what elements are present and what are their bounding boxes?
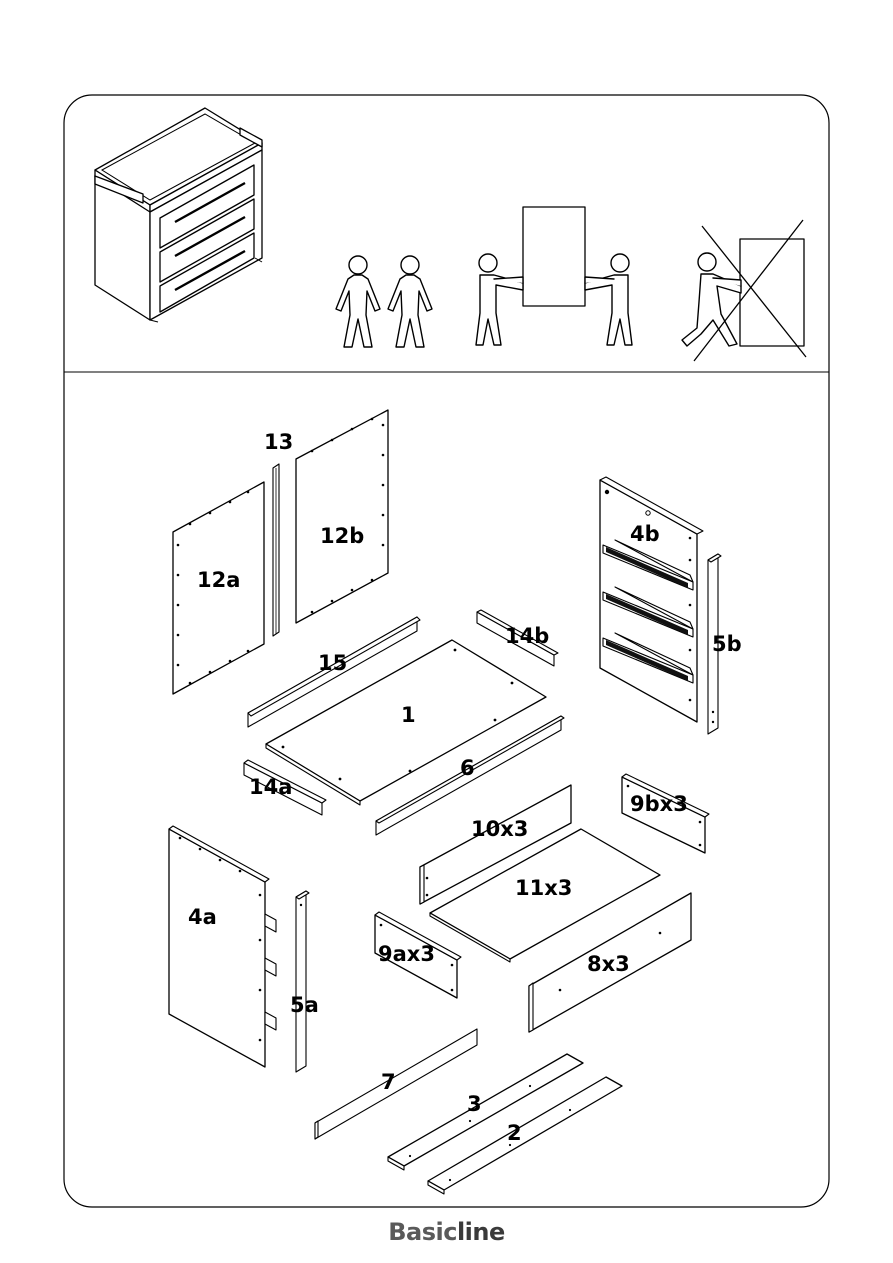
part-label-7: 7 bbox=[381, 1070, 396, 1094]
part-15-rail bbox=[247, 616, 421, 728]
part-2-slat bbox=[427, 1076, 623, 1195]
part-label-13: 13 bbox=[264, 430, 293, 454]
part-10-drawer-side bbox=[419, 784, 572, 905]
part-label-4a: 4a bbox=[188, 905, 217, 929]
part-label-4b: 4b bbox=[630, 522, 660, 546]
part-label-14b: 14b bbox=[505, 624, 549, 648]
part-label-1: 1 bbox=[401, 703, 416, 727]
part-7-rail bbox=[314, 1028, 478, 1140]
outer-frame bbox=[63, 94, 830, 1208]
one-person-prohibited-icon bbox=[681, 219, 807, 362]
assembled-dresser-illustration bbox=[94, 107, 263, 323]
part-label-15: 15 bbox=[318, 651, 347, 675]
part-4b-side-panel bbox=[599, 476, 704, 723]
part-label-3: 3 bbox=[467, 1092, 482, 1116]
part-14a-rail bbox=[243, 759, 327, 816]
brand-logo: Basicline bbox=[0, 1218, 893, 1246]
part-label-12b: 12b bbox=[320, 524, 364, 548]
part-label-9a: 9ax3 bbox=[378, 942, 435, 966]
part-label-2: 2 bbox=[507, 1121, 522, 1145]
part-4a-side-panel bbox=[168, 825, 277, 1068]
two-persons-icon bbox=[335, 255, 433, 348]
part-8-drawer-front bbox=[528, 892, 692, 1033]
brand-word-line: line bbox=[456, 1218, 505, 1246]
part-label-5a: 5a bbox=[290, 993, 319, 1017]
part-11-drawer-bottom bbox=[429, 828, 661, 963]
part-label-14a: 14a bbox=[249, 775, 292, 799]
part-5b-post bbox=[707, 553, 722, 735]
part-label-8: 8x3 bbox=[587, 952, 630, 976]
part-3-slat bbox=[387, 1053, 584, 1171]
drawer-runners bbox=[602, 539, 694, 684]
part-label-5b: 5b bbox=[712, 632, 742, 656]
drawer-runners-side bbox=[264, 913, 277, 1031]
part-label-12a: 12a bbox=[197, 568, 240, 592]
part-label-11: 11x3 bbox=[515, 876, 572, 900]
part-12b-back-panel bbox=[295, 409, 389, 624]
part-14b-rail bbox=[476, 609, 559, 667]
part-5a-post bbox=[295, 890, 310, 1073]
two-persons-carrying-icon bbox=[475, 206, 633, 346]
part-label-9b: 9bx3 bbox=[630, 792, 688, 816]
part-9a-drawer-back bbox=[374, 911, 462, 999]
part-1-bottom-panel bbox=[265, 639, 547, 806]
part-13-strip bbox=[272, 463, 280, 637]
part-label-6: 6 bbox=[460, 756, 475, 780]
part-label-10: 10x3 bbox=[471, 817, 528, 841]
brand-word-basic: Basic bbox=[388, 1218, 457, 1246]
part-12a-back-panel bbox=[172, 481, 265, 695]
part-9b-drawer-back bbox=[621, 773, 710, 854]
part-6-rail bbox=[375, 715, 565, 836]
